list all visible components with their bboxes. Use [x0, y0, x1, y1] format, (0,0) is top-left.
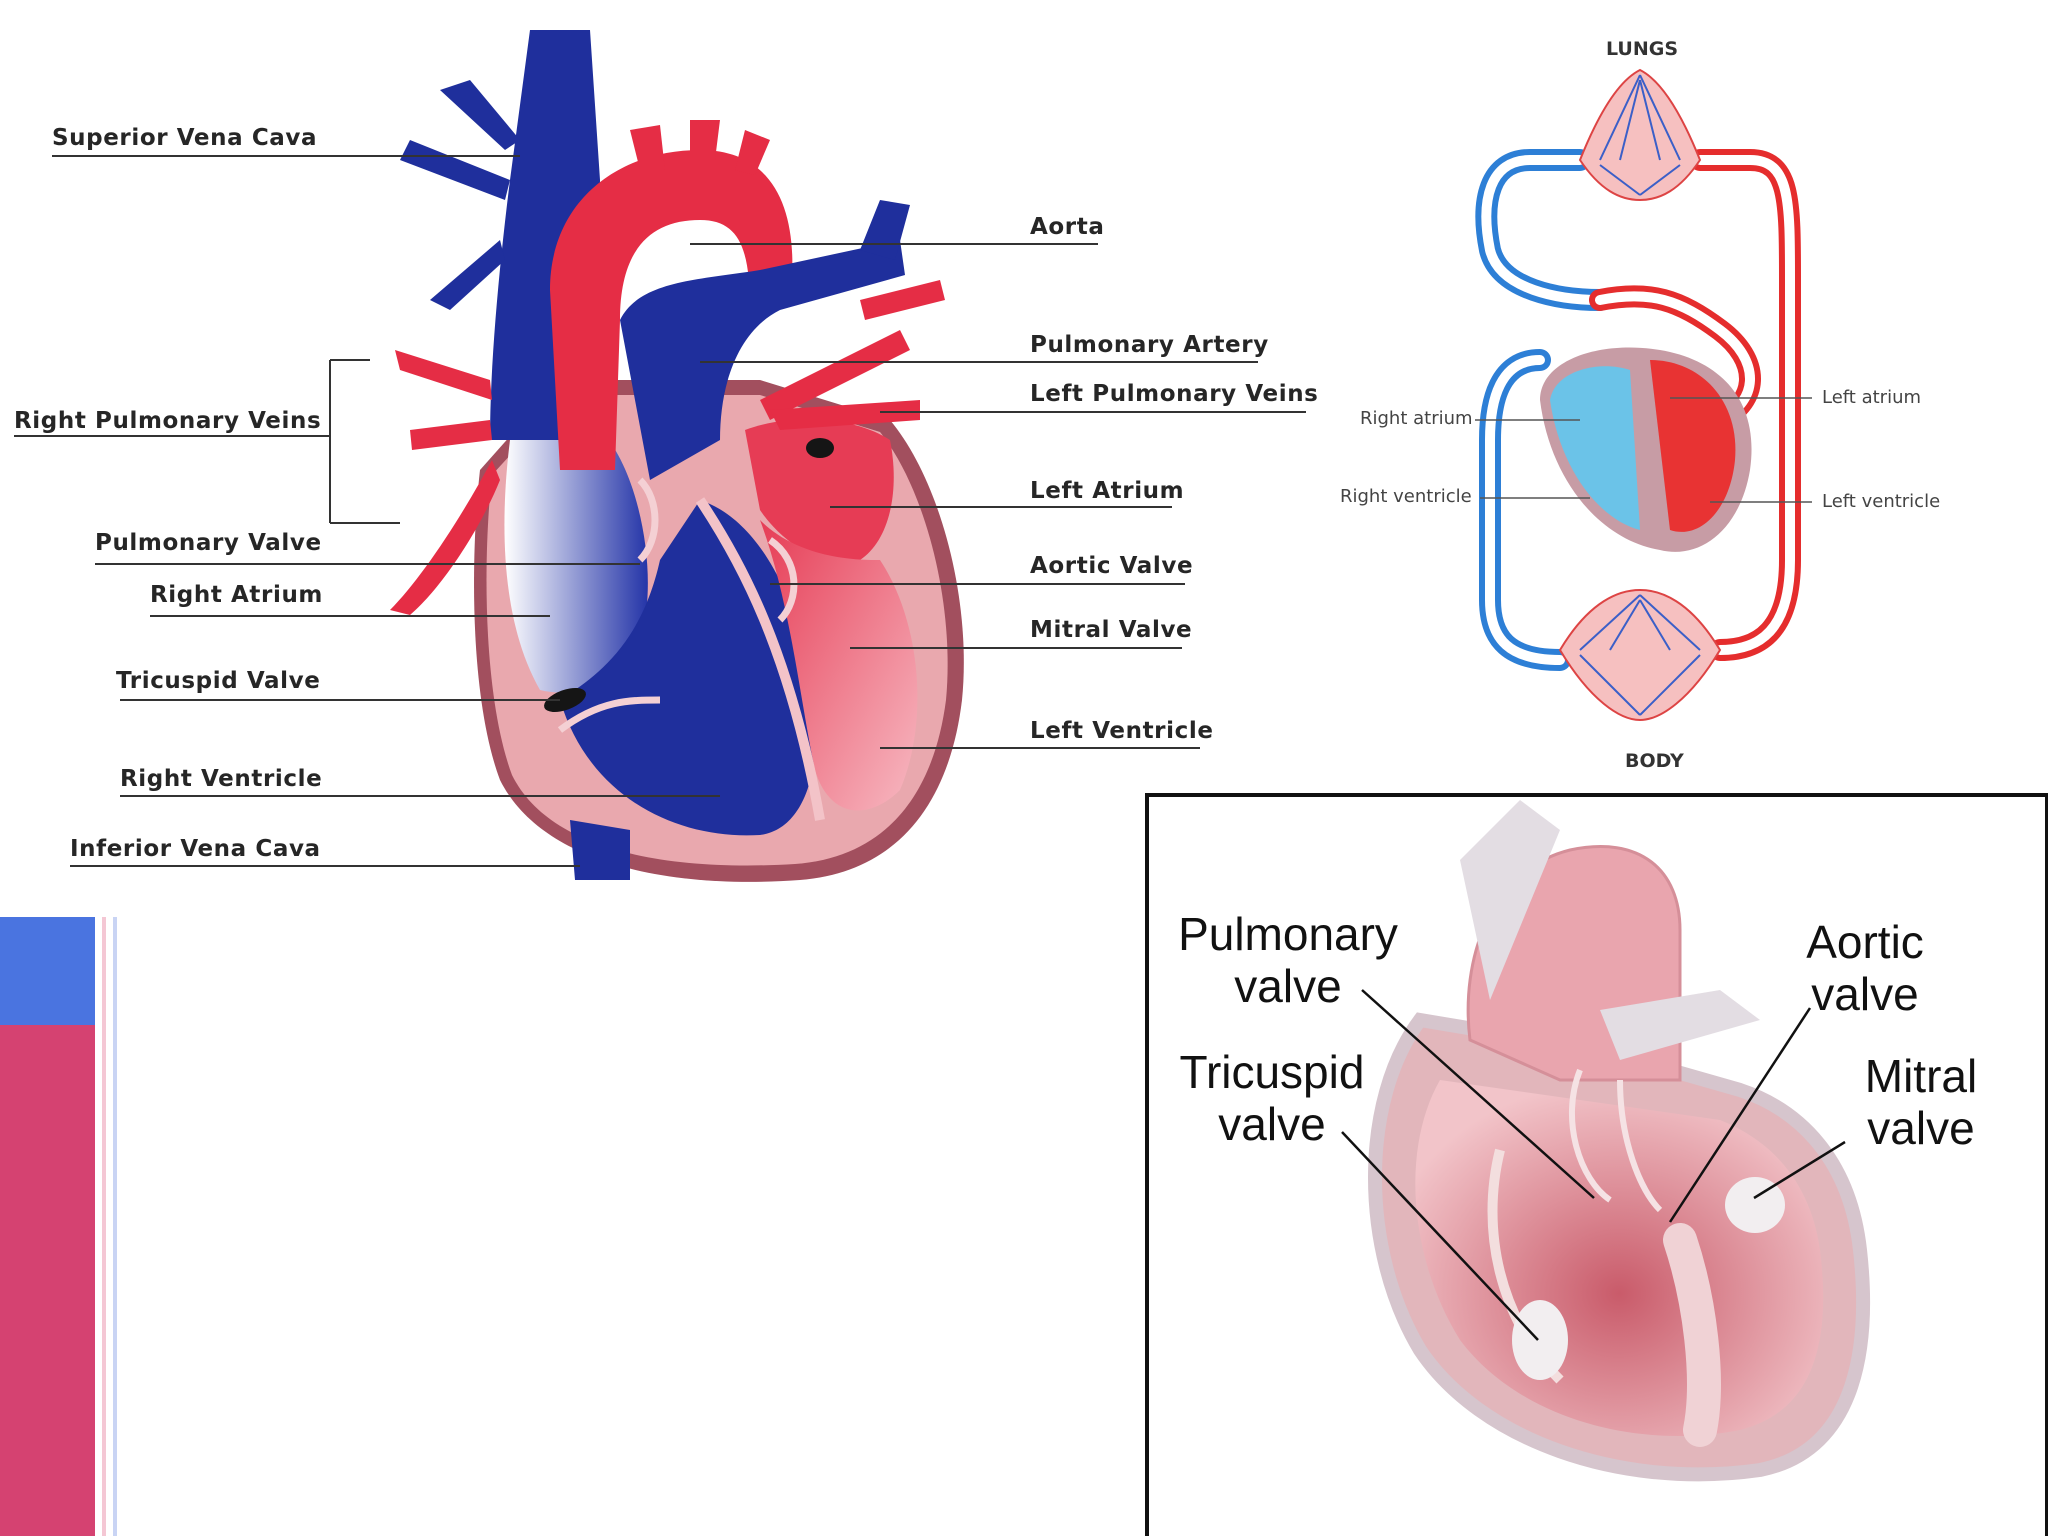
aorta-branch-2: [690, 120, 720, 160]
right-pulmonary-vein-2: [410, 420, 492, 450]
right-pulmonary-vein-1: [395, 350, 492, 400]
label-right-ventricle: Right Ventricle: [120, 766, 323, 792]
valves-leader-lines: [1341, 989, 1846, 1341]
label-valves-mitral-line2: valve: [1867, 1102, 1975, 1154]
label-valves-tricuspid-line2: valve: [1218, 1098, 1326, 1150]
vena-cava-branch-3: [430, 240, 505, 310]
valves-tricuspid-leaflet: [1512, 1300, 1568, 1380]
tricuspid-dark-spot: [544, 687, 586, 713]
pulmonary-artery-vessel: [620, 240, 905, 480]
heart-leader-lines: [14, 155, 1306, 867]
circulation-leader-lines: [1475, 397, 1812, 503]
valve-flap-2: [767, 537, 798, 623]
label-valves-mitral-line1: Mitral: [1864, 1050, 1978, 1102]
label-valves-tricuspid: Tricuspid valve: [1162, 1046, 1382, 1150]
label-aorta: Aorta: [1030, 214, 1105, 240]
label-inferior-vena-cava: Inferior Vena Cava: [70, 836, 321, 862]
pulmonary-artery-branch: [860, 200, 910, 260]
aorta-branch-3: [735, 130, 770, 175]
label-circ-left-ventricle: Left ventricle: [1822, 491, 1941, 512]
circulation-right-chambers: [1550, 366, 1640, 530]
lung-capillary-lines: [1599, 74, 1681, 196]
label-pulmonary-artery: Pulmonary Artery: [1030, 332, 1269, 358]
valves-superior-vessel: [1460, 800, 1560, 1000]
heart-anatomy-diagram: [390, 30, 964, 882]
label-tricuspid-valve: Tricuspid Valve: [116, 668, 321, 694]
accent-strip-blue: [0, 917, 95, 1025]
valves-mitral-leaflet: [1725, 1177, 1785, 1233]
left-atrium-chamber: [745, 419, 894, 562]
right-atrium-chamber: [504, 430, 648, 693]
label-aortic-valve: Aortic Valve: [1030, 553, 1194, 579]
valves-septum: [1663, 1223, 1721, 1447]
label-valves-pulmonary: Pulmonary valve: [1168, 908, 1408, 1012]
accent-line-2: [113, 917, 117, 1536]
label-circ-left-atrium: Left atrium: [1822, 387, 1922, 408]
circulation-diagram: [1475, 68, 1801, 722]
label-valves-aortic: Aortic valve: [1790, 916, 1940, 1020]
left-ventricle-chamber: [760, 520, 918, 811]
label-left-atrium: Left Atrium: [1030, 478, 1185, 504]
label-body: BODY: [1625, 750, 1684, 772]
label-mitral-valve: Mitral Valve: [1030, 617, 1193, 643]
body-capillary-bed: [1558, 588, 1722, 722]
pulmonary-return-loop-inner: [1595, 291, 1755, 425]
left-pulmonary-vein-2: [770, 400, 920, 430]
label-circ-right-atrium: Right atrium: [1360, 408, 1473, 429]
valve-flap-3: [557, 696, 661, 733]
valve-flap-1: [637, 477, 659, 563]
label-right-atrium: Right Atrium: [150, 582, 323, 608]
label-valves-aortic-line2: valve: [1811, 968, 1919, 1020]
label-valves-mitral: Mitral valve: [1846, 1050, 1996, 1154]
aorta-branch-1: [630, 125, 665, 170]
label-circ-right-ventricle: Right ventricle: [1340, 486, 1472, 507]
right-pulmonary-vein-3: [390, 460, 500, 615]
valves-pulmonary-vessel: [1600, 990, 1760, 1060]
vena-cava-branch-2: [400, 140, 510, 200]
label-right-pulmonary-veins: Right Pulmonary Veins: [14, 408, 322, 434]
left-pulmonary-vein-1: [760, 330, 910, 420]
deoxygenated-loop-inner: [1481, 155, 1605, 665]
label-pulmonary-valve: Pulmonary Valve: [95, 530, 322, 556]
left-pulmonary-vein-3: [860, 280, 945, 320]
inferior-vena-cava-vessel: [570, 820, 630, 880]
label-lungs: LUNGS: [1606, 38, 1679, 60]
oxygenated-loop-inner: [1695, 155, 1795, 655]
accent-line-1: [102, 917, 106, 1536]
lung-capillary-bed: [1578, 68, 1702, 202]
label-valves-tricuspid-line1: Tricuspid: [1179, 1046, 1365, 1098]
label-left-ventricle: Left Ventricle: [1030, 718, 1214, 744]
valves-ring-2: [1617, 1079, 1663, 1213]
label-valves-pulmonary-line2: valve: [1234, 960, 1342, 1012]
circulation-left-chambers: [1650, 360, 1736, 532]
label-valves-aortic-line1: Aortic: [1806, 916, 1924, 968]
label-superior-vena-cava: Superior Vena Cava: [52, 125, 318, 151]
valves-ring-1: [1569, 1068, 1612, 1203]
accent-strip-pink: [0, 1025, 95, 1536]
septum: [695, 497, 825, 821]
label-valves-pulmonary-line1: Pulmonary: [1178, 908, 1398, 960]
vena-cava-branch-1: [440, 80, 520, 150]
label-left-pulmonary-veins: Left Pulmonary Veins: [1030, 381, 1319, 407]
valves-diagram: [1145, 793, 2048, 1536]
left-atrium-dark-spot: [806, 438, 834, 458]
aorta-vessel: [550, 150, 793, 470]
body-capillary-lines: [1579, 594, 1701, 716]
